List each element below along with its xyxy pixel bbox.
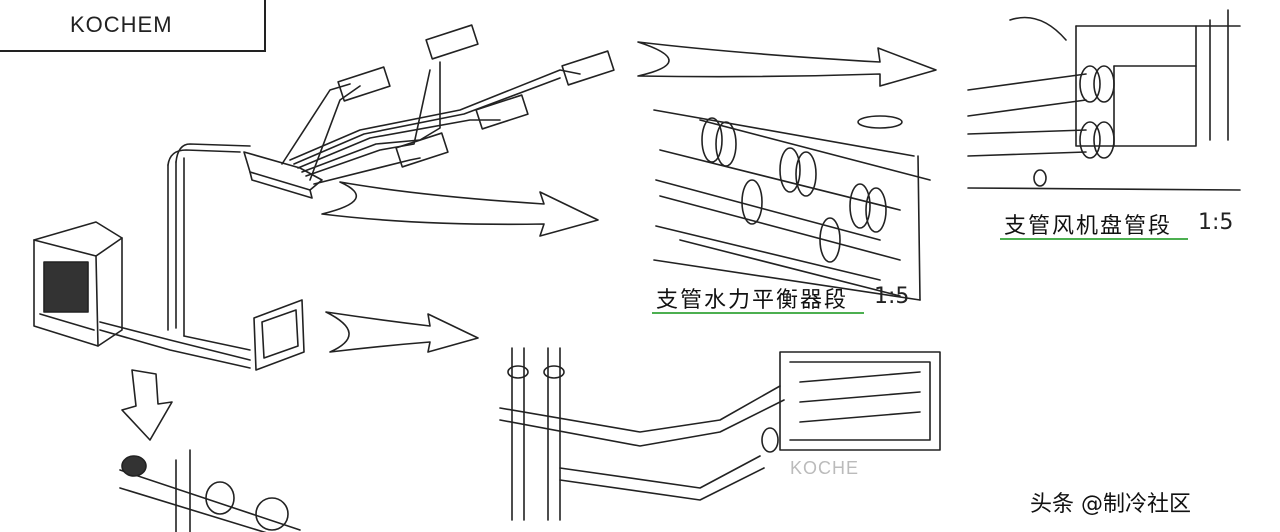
fan-coil-section-label: 支管风机盘管段: [1004, 214, 1173, 239]
balancer-section-scale: 1:5: [874, 284, 910, 309]
fan-coil-section-scale: 1:5: [1198, 210, 1234, 235]
balancer-detail: [653, 109, 931, 301]
valve-detail: [119, 449, 301, 532]
watermark: 头条 @制冷社区: [1030, 492, 1191, 517]
fan-coil-detail: [967, 9, 1241, 191]
collector-detail: [499, 347, 941, 521]
brand-name: KOCHEM: [70, 12, 173, 37]
outdoor-unit: [33, 221, 123, 347]
collector-panel: [253, 299, 305, 371]
faint-brand-mark: KOCHE: [790, 458, 860, 478]
pointer-arrows: [121, 41, 937, 441]
fan-coil-units: [337, 24, 615, 168]
manifold: [243, 151, 323, 199]
balancer-label-underline: [652, 312, 864, 314]
branch-pipes: [281, 61, 581, 185]
fan-coil-label-underline: [1000, 238, 1188, 240]
main-riser: [99, 143, 251, 369]
brand-box: KOCHEM: [0, 0, 266, 52]
balancer-section-label: 支管水力平衡器段: [656, 288, 849, 313]
